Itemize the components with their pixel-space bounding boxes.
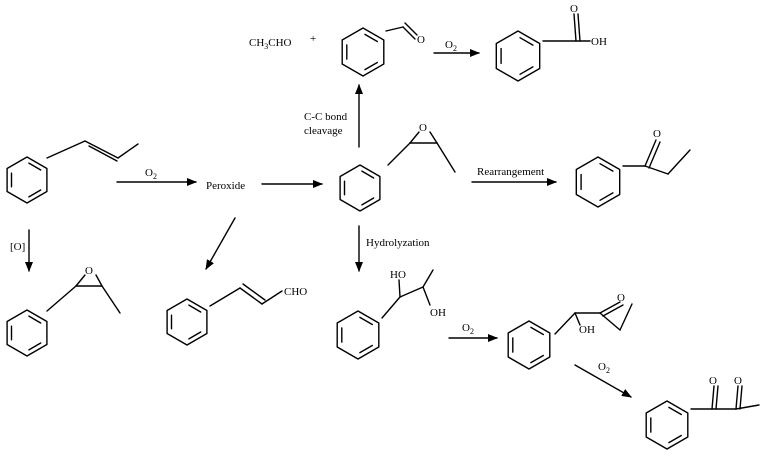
ring-dione-double-bond bbox=[668, 406, 682, 416]
label-peroxide: Peroxide bbox=[206, 180, 245, 192]
ring-cinnamaldehyde-double-bond bbox=[188, 331, 202, 340]
label-o2-start: O2 bbox=[145, 167, 157, 181]
ring-hydroxyketone bbox=[507, 320, 551, 370]
ring-cinnamaldehyde bbox=[166, 298, 208, 346]
atom-labels: O O OH O O O CHO HO OH OH O O O bbox=[85, 3, 742, 387]
molecule-diol bbox=[381, 269, 434, 319]
atom-cho: CHO bbox=[284, 286, 307, 298]
ring-hydroxyketone-double-bond bbox=[530, 354, 544, 364]
molecule-dione bbox=[690, 385, 760, 410]
ring-epoxide-center-double-bond bbox=[361, 170, 375, 179]
molecule-benzaldehyde bbox=[385, 22, 418, 40]
ring-epoxide-center bbox=[339, 164, 381, 212]
atom-o2-dione: O bbox=[734, 375, 742, 387]
ring-cinnamaldehyde-double-bond bbox=[188, 304, 202, 313]
ring-methylstyrene-double-bond bbox=[28, 189, 42, 198]
arrow-oxidation-ketol bbox=[574, 364, 632, 398]
atom-ho-diol: HO bbox=[390, 269, 406, 281]
atom-oh-ketol: OH bbox=[579, 324, 595, 336]
ring-methylstyrene-double-bond bbox=[28, 162, 42, 171]
ring-propiophenone-double-bond bbox=[599, 162, 614, 172]
label-o-bracket: [O] bbox=[10, 241, 25, 253]
label-o2-diol: O2 bbox=[462, 322, 474, 336]
ring-benzoic-acid-double-bond bbox=[519, 37, 534, 46]
ring-methylstyrene bbox=[6, 156, 48, 204]
bonds bbox=[46, 13, 760, 410]
molecule-cinnamaldehyde bbox=[209, 283, 283, 307]
ring-propiophenone bbox=[575, 156, 621, 208]
label-hydrolyzation: Hydrolyzation bbox=[366, 237, 430, 249]
ring-hydroxyketone-double-bond bbox=[530, 326, 544, 336]
benzene-rings bbox=[6, 27, 689, 450]
ring-dione-double-bond bbox=[668, 434, 682, 444]
ring-dione bbox=[645, 400, 689, 450]
atom-o-epoxide-left: O bbox=[85, 265, 93, 277]
label-o2-top: O2 bbox=[445, 39, 457, 53]
molecule-methylstyrene bbox=[46, 140, 139, 162]
label-rearrangement: Rearrangement bbox=[477, 166, 544, 178]
ring-diol-double-bond bbox=[359, 316, 373, 326]
molecule-propiophenone bbox=[622, 139, 691, 175]
atom-o-benzaldehyde: O bbox=[417, 34, 425, 46]
ring-propiophenone-double-bond bbox=[599, 192, 614, 202]
atom-o-epoxide-center: O bbox=[419, 122, 427, 134]
label-o2-ketol: O2 bbox=[598, 361, 610, 375]
ring-epoxide-center-double-bond bbox=[361, 197, 375, 206]
reaction-arrows bbox=[25, 49, 632, 398]
atom-oh-acid: OH bbox=[591, 36, 607, 48]
ring-benzoic-acid bbox=[495, 30, 541, 82]
label-plus: + bbox=[310, 33, 316, 45]
molecule-epoxide-left bbox=[46, 274, 121, 314]
atom-o1-dione: O bbox=[709, 375, 717, 387]
ring-benzoic-acid-double-bond bbox=[519, 66, 534, 76]
label-cc-bond: C-C bond bbox=[304, 111, 348, 123]
ring-diol-double-bond bbox=[359, 344, 373, 354]
atom-o-acid: O bbox=[570, 3, 578, 15]
text-labels: CH3CHO + O2 O2 Peroxide C-C bond cleavag… bbox=[10, 33, 610, 375]
ring-benzaldehyde-double-bond bbox=[364, 33, 378, 43]
molecule-epoxide-center bbox=[387, 131, 456, 173]
atom-oh-diol: OH bbox=[430, 307, 446, 319]
molecule-benzoic-acid bbox=[542, 13, 591, 42]
ring-epoxide-left-double-bond bbox=[28, 315, 42, 324]
molecule-hydroxyketone bbox=[554, 301, 633, 335]
ring-benzaldehyde bbox=[341, 27, 385, 77]
atom-o-ketol: O bbox=[617, 292, 625, 304]
label-cleavage: cleavage bbox=[304, 125, 343, 137]
atom-o-propiophenone: O bbox=[653, 128, 661, 140]
arrow-to-cinnamaldehyde bbox=[205, 217, 236, 270]
ring-benzaldehyde-double-bond bbox=[364, 61, 378, 71]
ring-diol bbox=[336, 310, 380, 360]
ring-epoxide-left bbox=[6, 309, 48, 357]
ring-epoxide-left-double-bond bbox=[28, 342, 42, 351]
label-acetaldehyde: CH3CHO bbox=[249, 37, 292, 51]
